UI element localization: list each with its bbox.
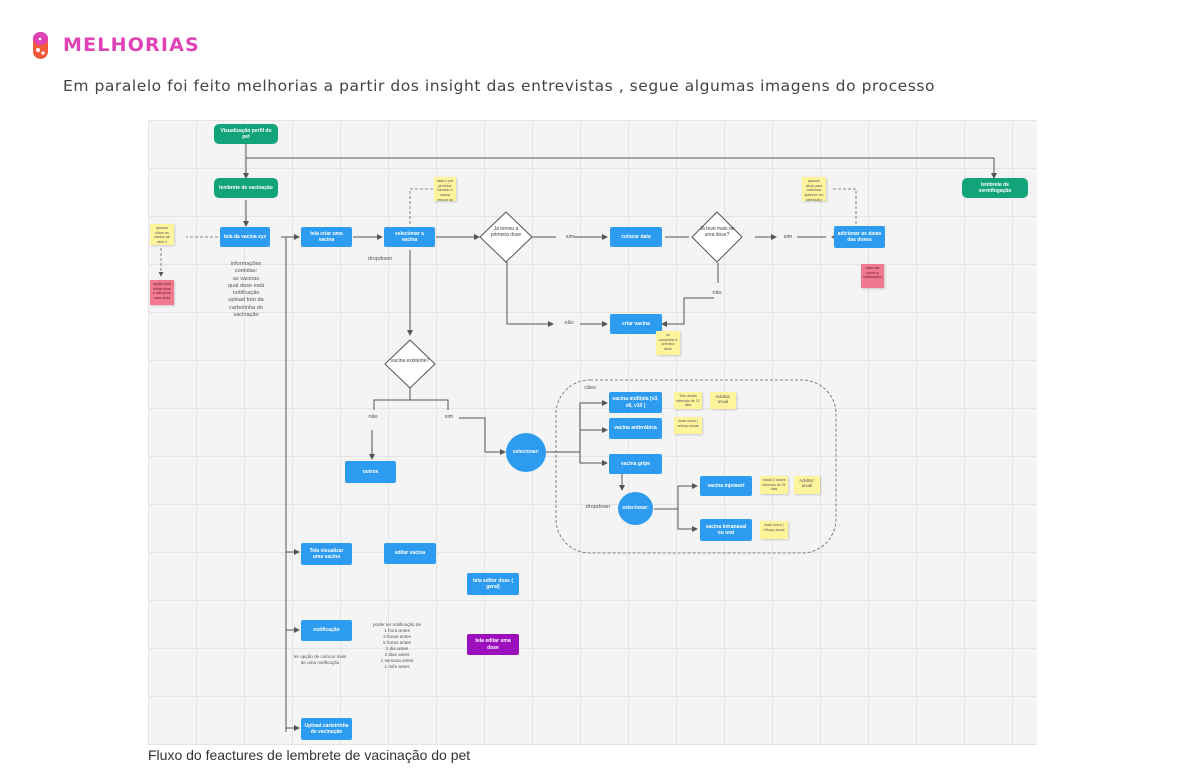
flow-diagram-board[interactable]: Visualização perfil do pet lembrete de v…	[148, 120, 1037, 745]
sticky-note: data das doses e notificações	[861, 264, 884, 288]
upload-carteirinha-node[interactable]: Upload carteirinha de vacinação	[301, 718, 352, 740]
section-title: MELHORIAS	[63, 34, 200, 56]
decision-label: Já teve mais de uma dose?	[699, 226, 735, 239]
sticky-note: Inicial 2 doses intervalo de 21 dias	[760, 476, 788, 494]
vacina-gripe-node[interactable]: vacina gripe	[609, 454, 662, 474]
edge-label: sim	[783, 234, 793, 240]
vacina-multipla-node[interactable]: vacina múltipla (v3, v8, v10 )	[609, 392, 662, 413]
colocar-data-node[interactable]: colocar data	[610, 227, 662, 247]
sticky-note: se completar a primeira dose	[656, 331, 680, 355]
vacina-injetavel-node[interactable]: vacina injetavel	[700, 476, 752, 496]
selecionar-2-node[interactable]: selecionar:	[618, 492, 653, 525]
selecionar-vacina-node[interactable]: selecionar a vacina	[384, 227, 435, 247]
tela-vacina-info: informações comidas: as vacinas qual dos…	[227, 261, 265, 318]
pill-icon	[33, 32, 48, 59]
edge-label: sim	[444, 414, 454, 420]
outros-node[interactable]: outros	[345, 461, 396, 483]
sticky-note: Três doses intervalo de 21 dias	[674, 392, 702, 409]
criar-vacina-node[interactable]: criar vacina	[610, 314, 662, 334]
selecionar-1-node[interactable]: selecionar:	[506, 433, 546, 472]
figure-caption: Fluxo do feactures de lembrete de vacina…	[148, 747, 471, 763]
sticky-note: Adultos: anual	[794, 476, 820, 494]
visualizacao-perfil-node[interactable]: Visualização perfil do pet	[214, 124, 278, 144]
edge-label: sim	[565, 234, 575, 240]
sticky-note: dose única | reforço anual	[674, 417, 702, 434]
notificacao-node[interactable]: notificação	[301, 620, 352, 641]
edge-label: não	[564, 320, 574, 326]
lembrete-vermifugacao-node[interactable]: lembrete de vermifugação	[962, 178, 1028, 198]
edge-label: dropdown	[367, 256, 393, 262]
tela-vacina-node[interactable]: tela da vacina xyz	[220, 227, 270, 247]
sticky-note: caso o pet já tenha tomado a vacina marc…	[434, 177, 456, 201]
decision-label: vacina existente?	[390, 358, 430, 364]
edge-label: dropdown	[585, 504, 611, 510]
notificacao-options: poder ter notificação de 1 hora antes 2 …	[372, 622, 421, 669]
edge-label: não	[712, 290, 722, 296]
sticky-note: quando clicar para adicionar aparece um …	[802, 177, 826, 201]
notificacao-note: ter opção de colocar mais de uma notific…	[293, 654, 347, 665]
flow-connectors	[158, 144, 997, 732]
decision-label: Já tomou a primeira dose	[490, 226, 522, 239]
adicionar-datas-node[interactable]: adicionar as datas das doses	[834, 226, 885, 248]
sticky-note: quando clicar na vacina vai abrir o deta…	[150, 224, 174, 245]
vacina-antirrabica-node[interactable]: vacina antirrábica	[609, 418, 662, 439]
lembrete-vacinacao-node[interactable]: lembrete de vacinação	[214, 178, 278, 198]
tela-editor-dose-node[interactable]: tela editor dose ( geral)	[467, 573, 519, 595]
sticky-note: dose única | reforço anual	[760, 521, 788, 539]
sticky-note: Adultos: anual	[710, 392, 736, 409]
tela-visualizar-node[interactable]: Tela visualizar uma vacina	[301, 543, 352, 565]
sticky-note: opção para editar dose e adicionar nova …	[150, 280, 174, 305]
editar-vacina-node[interactable]: editar vacina	[384, 543, 436, 564]
tela-editar-dose-node[interactable]: tela editar uma dose	[467, 634, 519, 655]
edge-label: não	[368, 414, 378, 420]
tela-criar-vacina-node[interactable]: tela criar uma vacina	[301, 227, 352, 247]
section-subtitle: Em paralelo foi feito melhorias a partir…	[63, 77, 936, 95]
group-label: cães	[584, 385, 596, 391]
vacina-intranasal-node[interactable]: vacina intranasal ou oral	[700, 519, 752, 541]
